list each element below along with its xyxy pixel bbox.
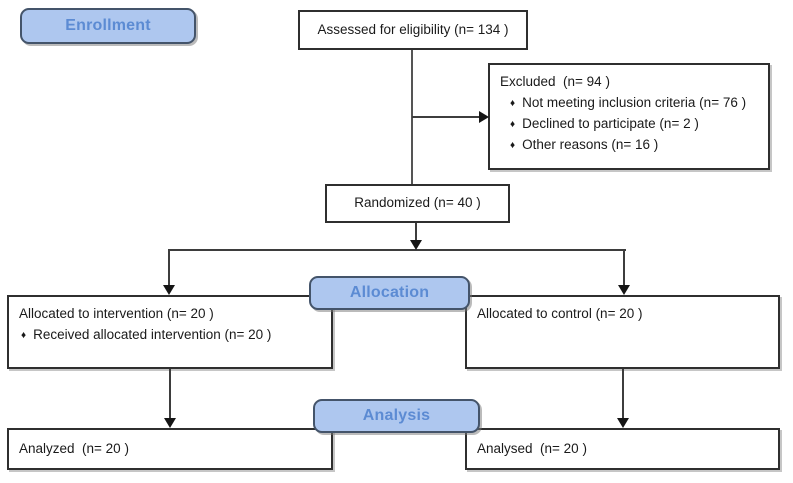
excluded-box: Excluded (n= 94 ) ♦ Not meeting inclusio…	[488, 63, 770, 170]
stage-label-allocation: Allocation	[309, 276, 470, 310]
assessed-eligibility-box: Assessed for eligibility (n= 134 )	[298, 10, 528, 50]
left-branch-arrowhead-icon	[163, 285, 175, 295]
allocated-intervention-title: Allocated to intervention (n= 20 )	[19, 306, 214, 321]
excluded-item-text: Other reasons (n= 16 )	[522, 136, 659, 152]
allocated-control-title: Allocated to control (n= 20 )	[477, 306, 643, 321]
analyzed-intervention-box: Analyzed (n= 20 )	[7, 428, 333, 470]
excluded-branch-line	[412, 116, 479, 118]
left-analysis-arrowhead-icon	[164, 418, 176, 428]
left-branch-line	[168, 249, 170, 287]
excluded-item-row: ♦ Other reasons (n= 16 )	[510, 135, 758, 156]
diamond-bullet-icon: ♦	[510, 97, 516, 109]
stage-label-enrollment-text: Enrollment	[65, 17, 151, 34]
excluded-item-text: Declined to participate (n= 2 )	[522, 115, 699, 131]
stage-label-analysis-text: Analysis	[362, 407, 431, 424]
stage-label-allocation-text: Allocation	[349, 284, 430, 301]
stage-label-analysis: Analysis	[313, 399, 480, 433]
split-arrowhead-icon	[410, 240, 422, 250]
randomized-to-split-line	[415, 223, 417, 242]
stage-label-enrollment: Enrollment	[20, 8, 196, 44]
excluded-arrowhead-icon	[479, 111, 489, 123]
allocated-intervention-item-text: Received allocated intervention (n= 20 )	[33, 326, 272, 342]
right-branch-line	[623, 249, 625, 287]
excluded-item-text: Not meeting inclusion criteria (n= 76 )	[522, 94, 747, 110]
excluded-item-row: ♦ Declined to participate (n= 2 )	[510, 114, 758, 135]
diamond-bullet-icon: ♦	[21, 329, 27, 341]
right-analysis-line	[622, 369, 624, 420]
excluded-item-row: ♦ Not meeting inclusion criteria (n= 76 …	[510, 93, 758, 114]
excluded-title: Excluded (n= 94 )	[500, 74, 610, 89]
analyzed-intervention-text: Analyzed (n= 20 )	[19, 440, 129, 456]
allocation-split-line	[168, 249, 626, 251]
analysed-control-box: Analysed (n= 20 )	[465, 428, 780, 470]
assessed-eligibility-text: Assessed for eligibility (n= 134 )	[317, 21, 509, 37]
analysed-control-text: Analysed (n= 20 )	[477, 440, 587, 456]
allocated-intervention-box: Allocated to intervention (n= 20 ) ♦ Rec…	[7, 295, 333, 369]
left-analysis-line	[169, 369, 171, 420]
randomized-box: Randomized (n= 40 )	[325, 184, 510, 223]
right-branch-arrowhead-icon	[618, 285, 630, 295]
right-analysis-arrowhead-icon	[617, 418, 629, 428]
allocated-control-box: Allocated to control (n= 20 )	[465, 295, 780, 369]
diamond-bullet-icon: ♦	[510, 139, 516, 151]
allocated-intervention-item-row: ♦ Received allocated intervention (n= 20…	[21, 325, 321, 346]
diamond-bullet-icon: ♦	[510, 118, 516, 130]
randomized-text: Randomized (n= 40 )	[354, 195, 481, 211]
